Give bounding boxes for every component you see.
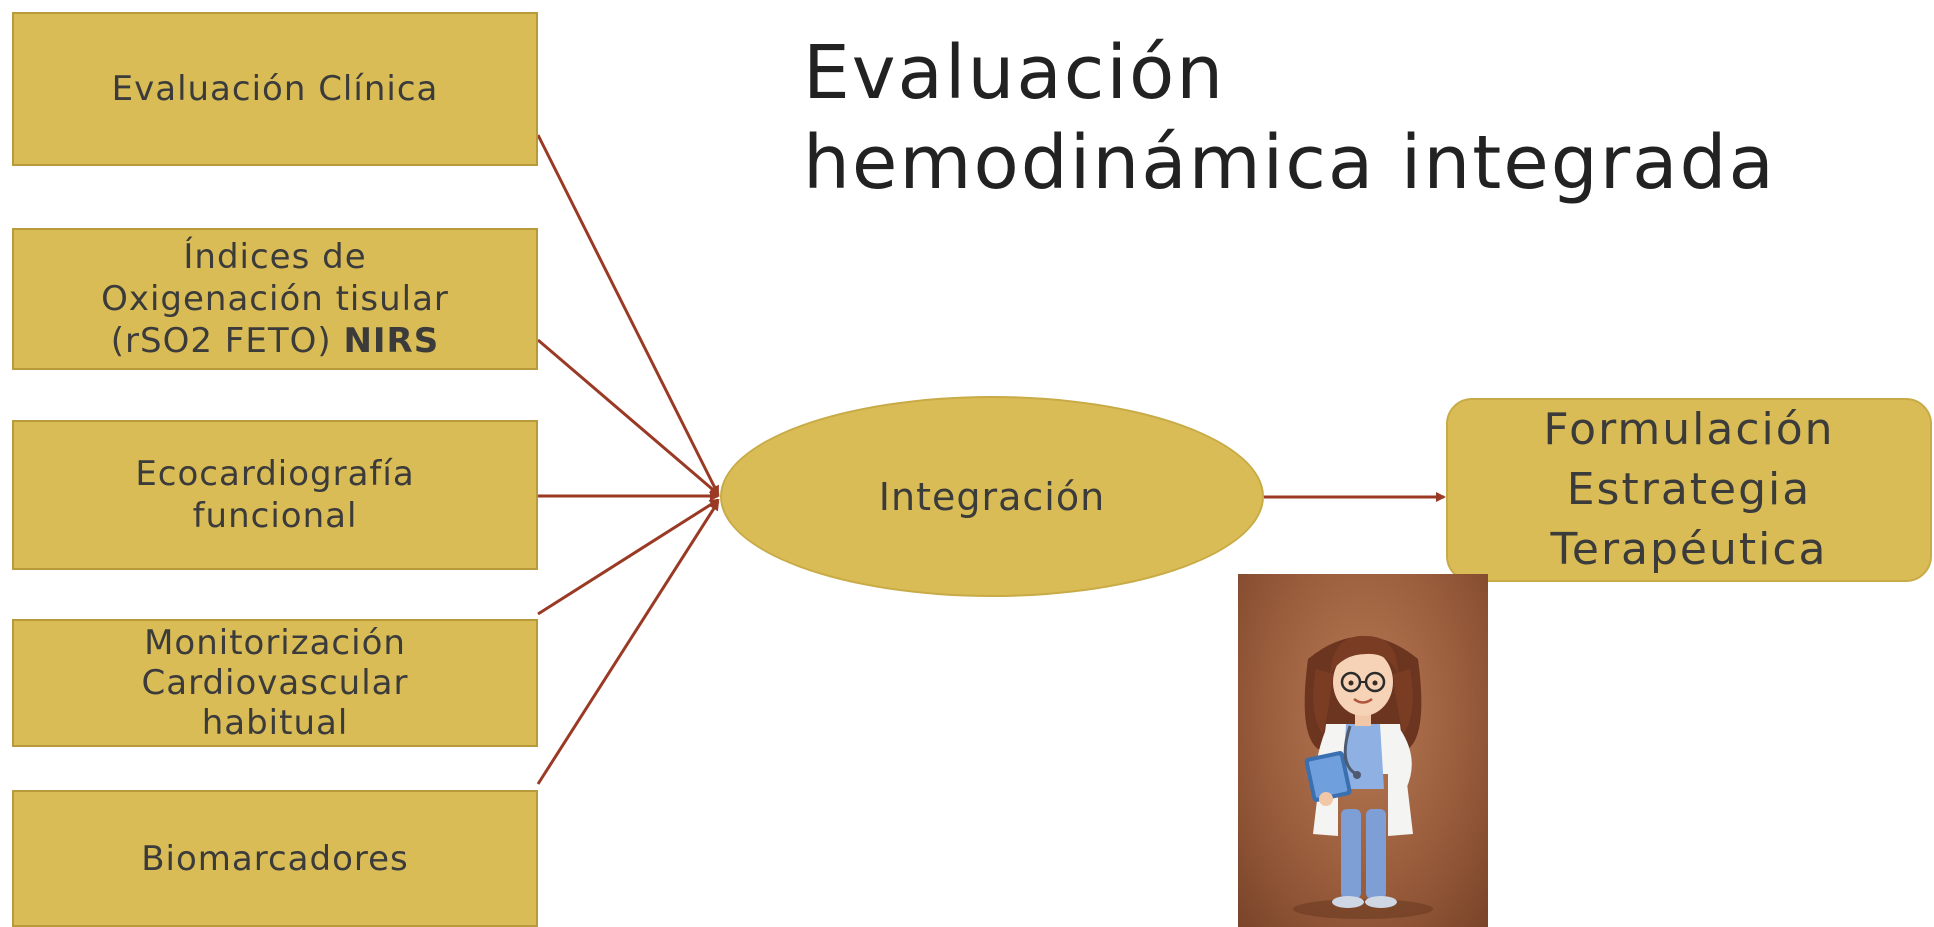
arrow-nirs [537, 338, 720, 496]
input-label: Biomarcadores [141, 838, 409, 879]
title-line-2: hemodinámica integrada [803, 120, 1776, 206]
arrow-clinica [536, 134, 720, 496]
input-monitorizacion: Monitorización Cardiovascular habitual [12, 619, 538, 747]
output-label: Formulación Estrategia Terapéutica [1543, 404, 1835, 575]
nirs-bold-label: NIRS [343, 321, 440, 361]
input-label: Evaluación Clínica [111, 69, 439, 109]
input-nirs: Índices de Oxigenación tisular (rSO2 FET… [12, 228, 538, 370]
input-ecocardiografia: Ecocardiografía funcional [12, 420, 538, 570]
arrow-biomarcadores [536, 500, 720, 785]
doctor-illustration-icon [1238, 574, 1488, 927]
input-label: Ecocardiografía funcional [135, 454, 415, 536]
input-biomarcadores: Biomarcadores [12, 790, 538, 927]
output-node: Formulación Estrategia Terapéutica [1446, 398, 1932, 582]
input-evaluacion-clinica: Evaluación Clínica [12, 12, 538, 166]
input-label: Índices de Oxigenación tisular (rSO2 FET… [101, 237, 449, 361]
integration-node: Integración [720, 396, 1264, 597]
input-label: Monitorización Cardiovascular habitual [141, 623, 409, 743]
page-title: Evaluación hemodinámica integrada [803, 28, 1776, 208]
arrow-monitor [537, 498, 720, 616]
integration-label: Integración [878, 474, 1106, 519]
title-line-1: Evaluación [803, 30, 1226, 116]
